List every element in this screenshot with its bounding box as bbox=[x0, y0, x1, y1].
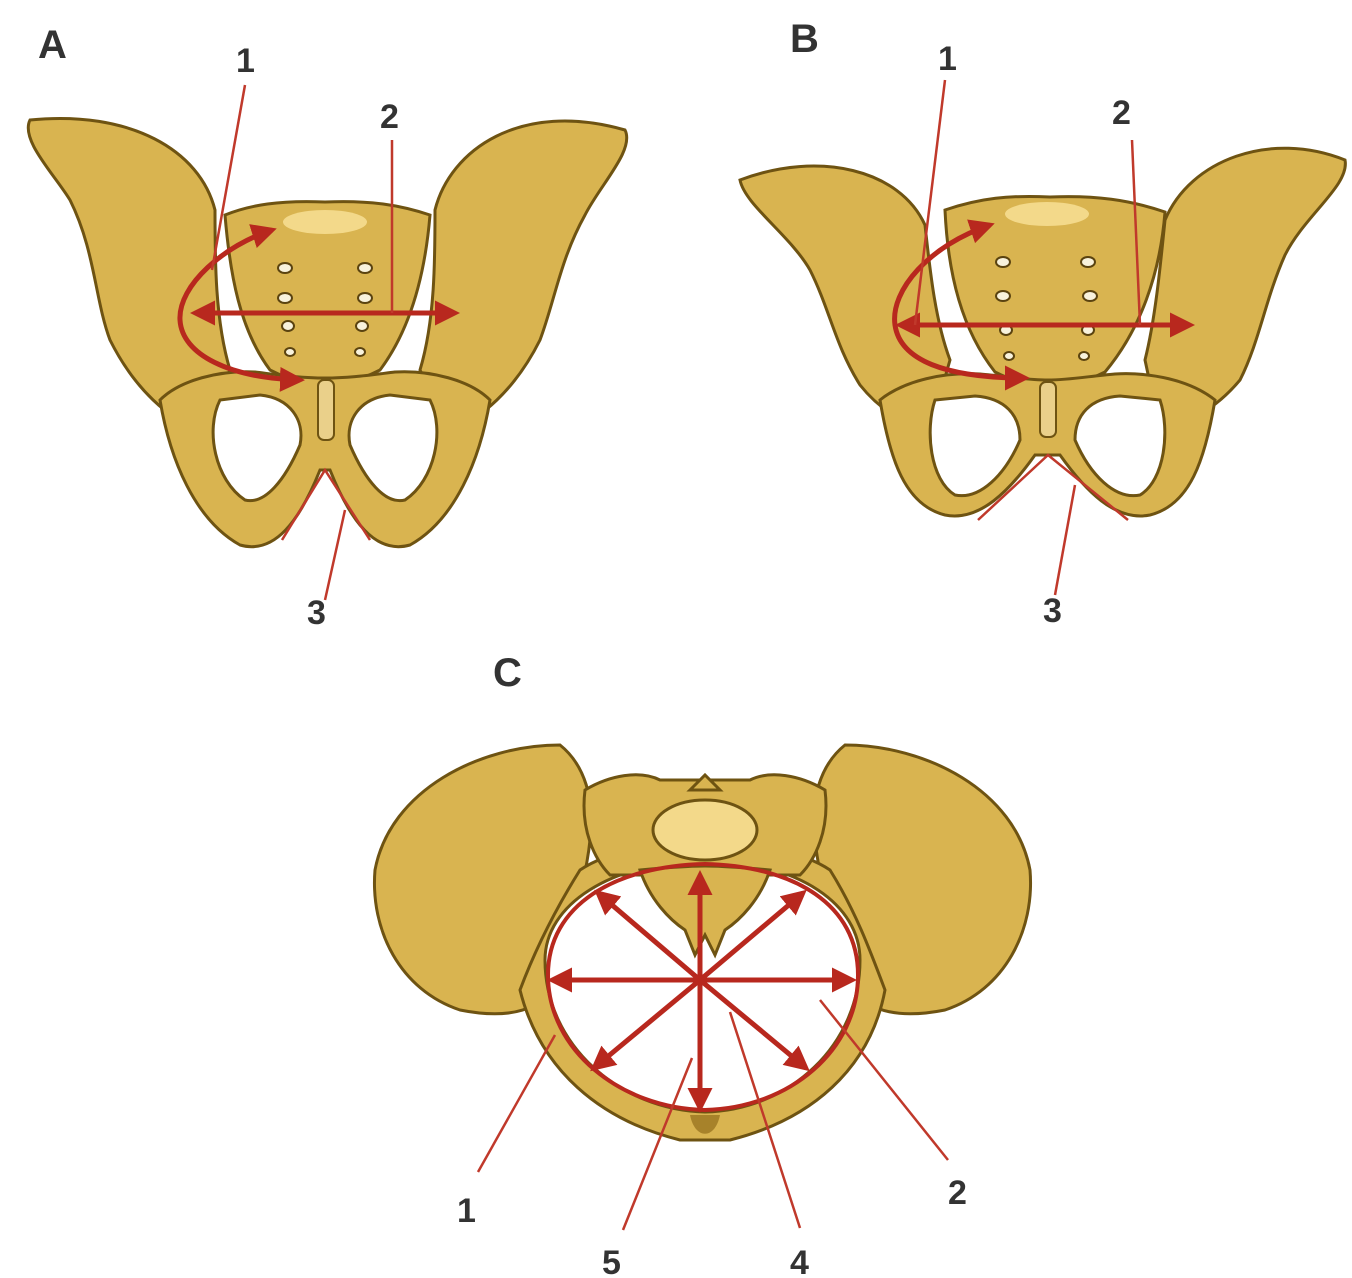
panel-b-label-1: 1 bbox=[938, 40, 957, 78]
panel-b-label-3: 3 bbox=[1043, 592, 1062, 630]
panel-c-letter: C bbox=[493, 651, 522, 695]
panel-a: A bbox=[28, 23, 627, 632]
panel-c: C bbox=[374, 651, 1030, 1278]
panel-c-label-5: 5 bbox=[602, 1244, 621, 1278]
panel-c-label-2: 2 bbox=[948, 1174, 967, 1212]
panel-b: B bbox=[740, 17, 1345, 630]
panel-a-letter: A bbox=[38, 23, 67, 67]
panel-c-label-1: 1 bbox=[457, 1192, 476, 1230]
panel-a-label-2: 2 bbox=[380, 98, 399, 136]
panel-a-label-3: 3 bbox=[307, 594, 326, 632]
panel-a-label-1: 1 bbox=[236, 42, 255, 80]
panel-c-label-4: 4 bbox=[790, 1244, 809, 1278]
panel-b-label-2: 2 bbox=[1112, 94, 1131, 132]
panel-a-pelvis-illustration bbox=[28, 118, 627, 546]
panel-b-letter: B bbox=[790, 17, 819, 61]
